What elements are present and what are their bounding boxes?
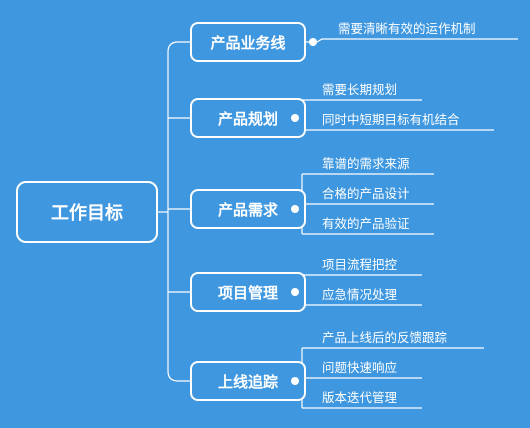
collapse-toggle-icon[interactable] — [291, 114, 299, 122]
leaf-node[interactable]: 产品上线后的反馈跟踪 — [322, 330, 448, 345]
connector-trunk-outer — [167, 41, 190, 382]
collapse-toggle-icon[interactable] — [291, 288, 299, 296]
collapse-toggle-icon[interactable] — [291, 205, 299, 213]
branch-node-product-planning[interactable]: 产品规划 — [190, 98, 306, 138]
leaf-node[interactable]: 问题快速响应 — [322, 360, 398, 375]
leaf-node[interactable]: 有效的产品验证 — [322, 216, 410, 231]
leaf-node[interactable]: 合格的产品设计 — [322, 186, 410, 201]
branch-node-product-line[interactable]: 产品业务线 — [190, 22, 306, 62]
collapse-toggle-icon[interactable] — [309, 38, 317, 46]
leaf-node[interactable]: 版本迭代管理 — [322, 390, 398, 405]
leaf-node[interactable]: 应急情况处理 — [322, 287, 398, 302]
branch-node-project-management[interactable]: 项目管理 — [190, 272, 306, 312]
leaf-node[interactable]: 需要清晰有效的运作机制 — [338, 21, 476, 36]
branch-node-product-requirements[interactable]: 产品需求 — [190, 189, 306, 229]
root-node[interactable]: 工作目标 — [16, 181, 158, 243]
connector-leaf-underline — [316, 38, 518, 43]
leaf-node[interactable]: 需要长期规划 — [322, 82, 398, 97]
collapse-toggle-icon[interactable] — [291, 377, 299, 385]
leaf-node[interactable]: 项目流程把控 — [322, 257, 398, 272]
branch-node-launch-tracking[interactable]: 上线追踪 — [190, 361, 306, 401]
leaf-node[interactable]: 同时中短期目标有机结合 — [322, 112, 460, 127]
leaf-node[interactable]: 靠谱的需求来源 — [322, 156, 410, 171]
